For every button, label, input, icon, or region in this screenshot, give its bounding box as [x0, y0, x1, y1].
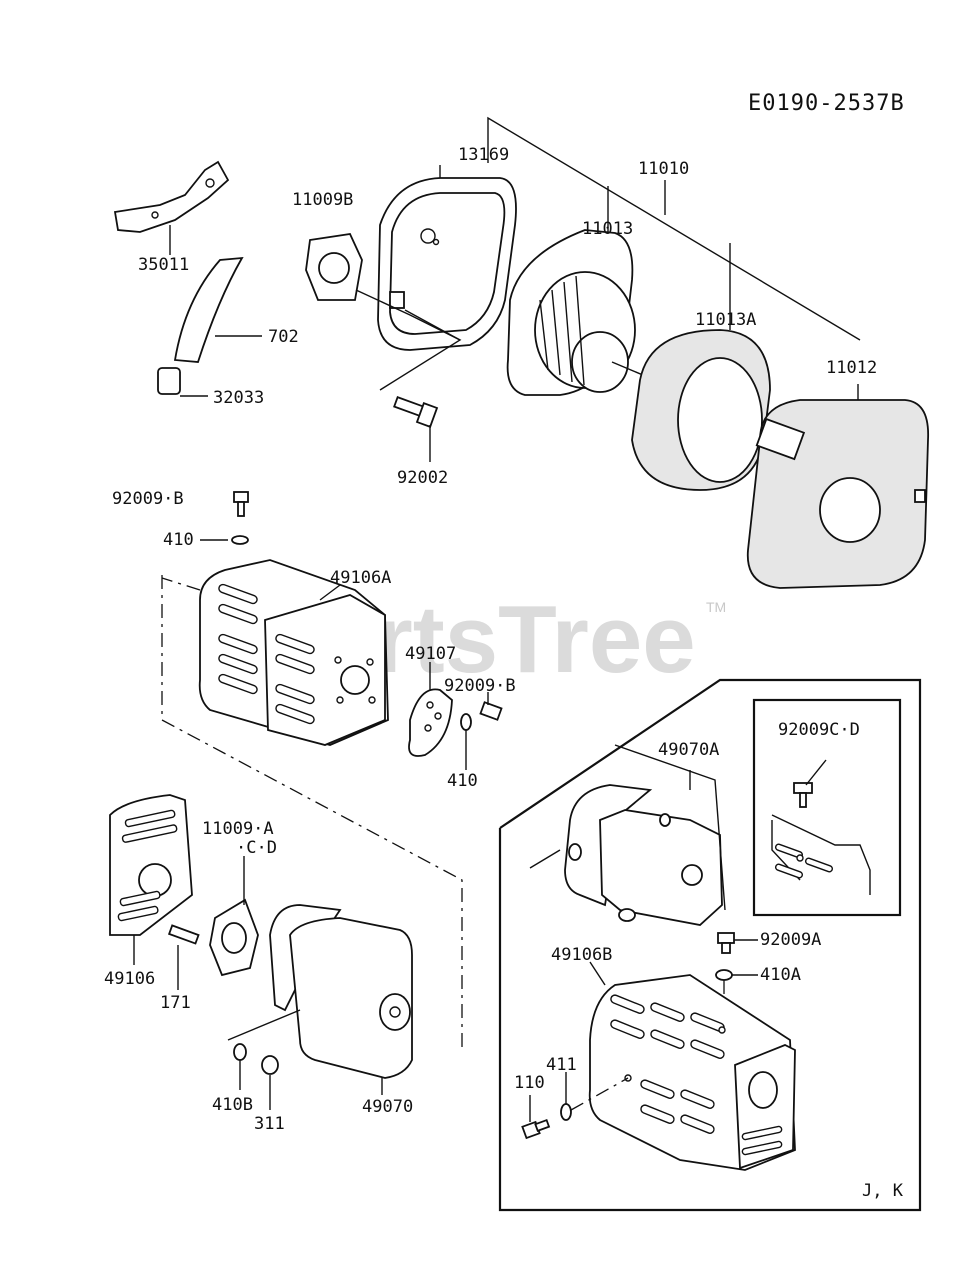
- variant-box-jk: [498, 678, 922, 1212]
- label-11009b: 11009B: [292, 190, 353, 210]
- guard-49107[interactable]: [408, 688, 453, 757]
- label-11012: 11012: [826, 358, 877, 378]
- label-410b: 410B: [212, 1095, 253, 1115]
- label-92009a: 92009A: [760, 930, 821, 950]
- screw-92009b-mid[interactable]: [479, 701, 503, 721]
- label-11010: 11010: [638, 159, 689, 179]
- washer-410b[interactable]: [233, 1043, 247, 1061]
- label-11009cd: ·C·D: [236, 838, 277, 858]
- label-35011: 35011: [138, 255, 189, 275]
- bracket-35011[interactable]: [113, 160, 230, 233]
- muffler-cover-assembly: [161, 491, 503, 1050]
- hose-702[interactable]: [173, 256, 244, 363]
- label-702: 702: [268, 327, 299, 347]
- label-410-top: 410: [163, 530, 194, 550]
- screw-92009a[interactable]: [717, 932, 735, 954]
- screw-92009b-top[interactable]: [233, 491, 249, 517]
- gasket-11009b[interactable]: [305, 233, 363, 301]
- paper-element-11013[interactable]: [506, 229, 636, 396]
- stud-171[interactable]: [167, 924, 200, 945]
- washer-411[interactable]: [560, 1103, 572, 1121]
- inset-box-92009cd: [752, 698, 902, 917]
- label-13169: 13169: [458, 145, 509, 165]
- label-110: 110: [514, 1073, 545, 1093]
- reference-code: E0190-2537B: [748, 91, 905, 116]
- label-49106b: 49106B: [551, 945, 612, 965]
- muffler-49070[interactable]: [269, 904, 413, 1079]
- variant-note: J, K: [862, 1181, 904, 1201]
- cover-11012[interactable]: [746, 399, 929, 589]
- washer-410-top[interactable]: [231, 535, 249, 545]
- label-92009b-mid: 92009·B: [444, 676, 516, 696]
- watermark-tm: TM: [706, 599, 726, 615]
- gasket-11009acd[interactable]: [209, 898, 259, 977]
- label-92009b-top: 92009·B: [112, 489, 184, 509]
- label-92002: 92002: [397, 468, 448, 488]
- bolt-110[interactable]: [521, 1118, 551, 1140]
- washer-410a[interactable]: [715, 969, 733, 981]
- muffler-cover-49106b[interactable]: [588, 974, 796, 1171]
- washer-410-mid[interactable]: [460, 713, 472, 731]
- clip-32033[interactable]: [157, 367, 181, 395]
- muffler-assembly: [109, 794, 413, 1110]
- muffler-cover-49106[interactable]: [109, 794, 193, 936]
- label-49107: 49107: [405, 644, 456, 664]
- bolt-92002[interactable]: [393, 396, 439, 428]
- label-11013: 11013: [582, 219, 633, 239]
- label-92009cd: 92009C·D: [778, 720, 860, 740]
- label-171: 171: [160, 993, 191, 1013]
- label-49106a: 49106A: [330, 568, 391, 588]
- air-cleaner-assembly: [305, 116, 929, 589]
- label-410-mid: 410: [447, 771, 478, 791]
- nut-311[interactable]: [261, 1055, 279, 1075]
- label-49070a: 49070A: [658, 740, 719, 760]
- muffler-49070a[interactable]: [564, 744, 726, 926]
- label-49070: 49070: [362, 1097, 413, 1117]
- label-11009a: 11009·A: [202, 819, 274, 839]
- label-410a: 410A: [760, 965, 801, 985]
- label-32033: 32033: [213, 388, 264, 408]
- label-11013a: 11013A: [695, 310, 756, 330]
- base-plate-13169[interactable]: [377, 177, 517, 351]
- label-411: 411: [546, 1055, 577, 1075]
- screw-92009cd[interactable]: [793, 782, 813, 808]
- label-311: 311: [254, 1114, 285, 1134]
- foam-element-11013a[interactable]: [631, 329, 771, 491]
- label-49106: 49106: [104, 969, 155, 989]
- muffler-cover-49106a[interactable]: [198, 559, 389, 746]
